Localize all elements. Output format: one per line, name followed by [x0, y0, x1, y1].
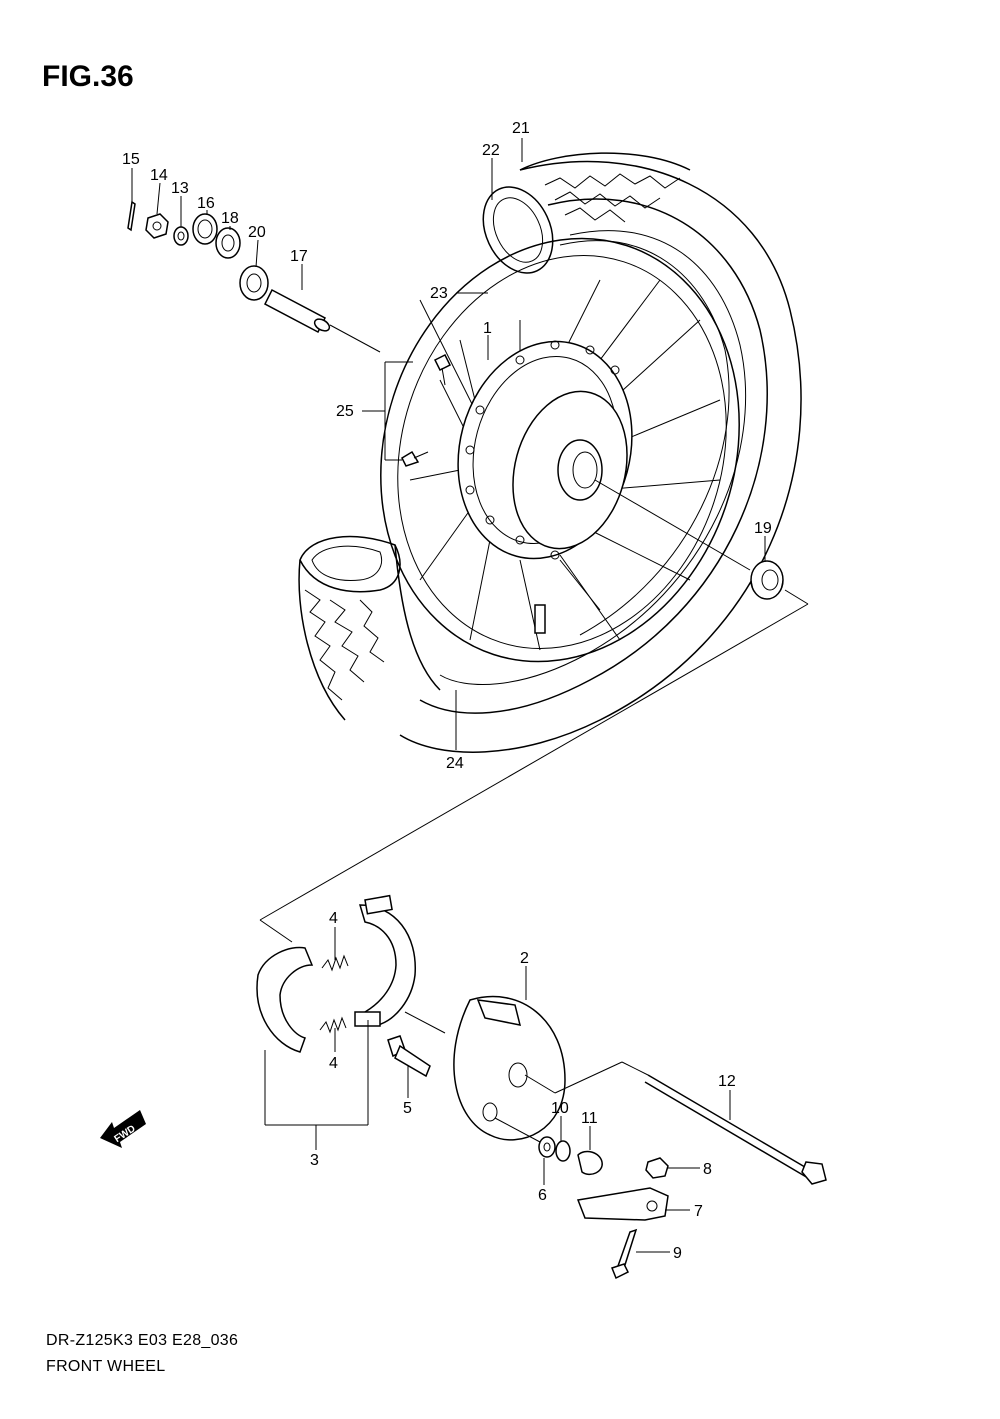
callout-16: 16 [197, 195, 215, 212]
tire-and-rim [298, 152, 802, 753]
callout-7: 7 [694, 1203, 703, 1220]
callout-22: 22 [482, 142, 500, 159]
callout-6: 6 [538, 1187, 547, 1204]
figure-title: FIG.36 [42, 60, 134, 93]
callout-10: 10 [551, 1100, 569, 1117]
callout-4-lower: 4 [329, 1055, 338, 1072]
callout-19: 19 [754, 520, 772, 537]
callout-18: 18 [221, 210, 239, 227]
brake-assembly [256, 894, 827, 1280]
callout-5: 5 [403, 1100, 412, 1117]
callout-9: 9 [673, 1245, 682, 1262]
model-code: DR-Z125K3 E03 E28_036 [46, 1332, 239, 1349]
callout-8: 8 [703, 1161, 712, 1178]
callout-15: 15 [122, 151, 140, 168]
hub-and-spokes [409, 279, 721, 651]
callout-4-upper: 4 [329, 910, 338, 927]
leader-lines [131, 138, 809, 1253]
callout-24: 24 [446, 755, 464, 772]
callout-14: 14 [150, 167, 168, 184]
callout-labels: 15 14 13 16 18 20 17 21 22 23 1 25 19 24… [122, 120, 772, 1262]
callout-3: 3 [310, 1152, 319, 1169]
callout-11: 11 [581, 1110, 598, 1127]
callout-12: 12 [718, 1073, 736, 1090]
callout-25: 25 [336, 403, 354, 420]
callout-2: 2 [520, 950, 529, 967]
figure-caption: FRONT WHEEL [46, 1358, 166, 1375]
callout-13: 13 [171, 180, 189, 197]
callout-20: 20 [248, 224, 266, 241]
callout-17: 17 [290, 248, 308, 265]
callout-1: 1 [483, 320, 492, 337]
fwd-arrow-icon [100, 1110, 146, 1148]
axle-spacers-and-bearings [127, 200, 784, 600]
callout-23: 23 [430, 285, 448, 302]
callout-21: 21 [512, 120, 530, 137]
